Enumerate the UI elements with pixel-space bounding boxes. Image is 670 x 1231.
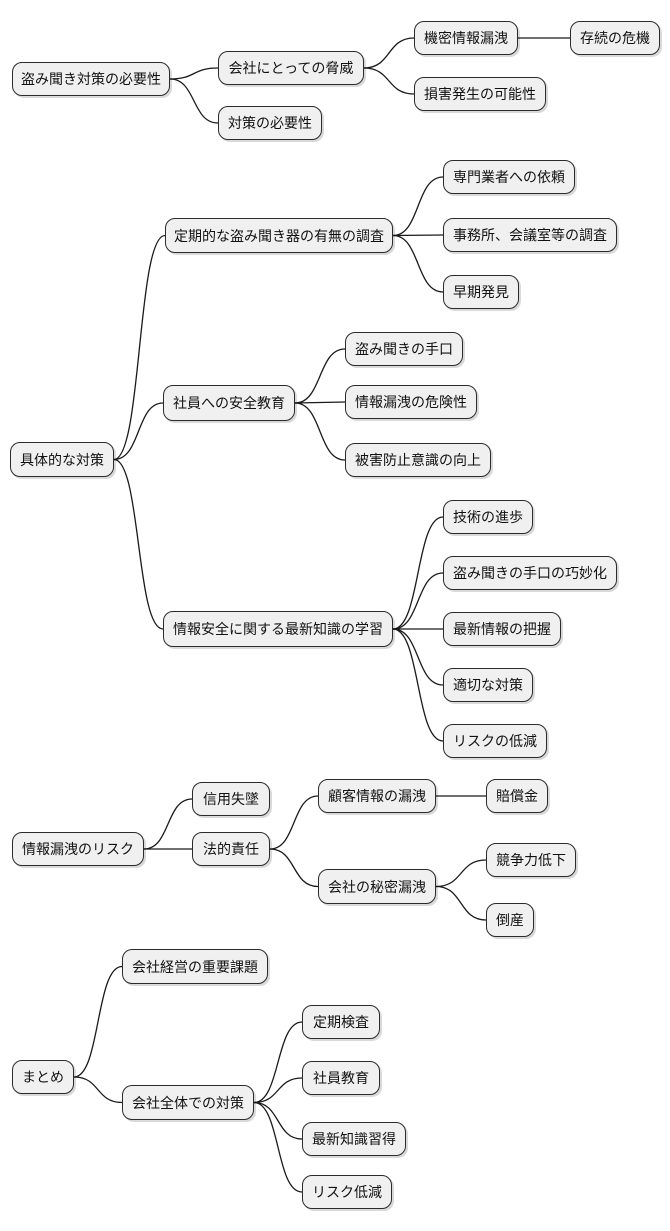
- mindmap-edge: [435, 859, 487, 888]
- mindmap-node-n25: 顧客情報の漏洩: [318, 779, 436, 813]
- mindmap-edge: [113, 234, 166, 461]
- mindmap-node-n23: 信用失墜: [192, 782, 270, 816]
- mindmap-edge: [253, 1021, 303, 1104]
- mindmap-edge: [113, 402, 164, 461]
- mindmap-node-n26: 賠償金: [486, 779, 548, 813]
- mindmap-node-n6: 損害発生の可能性: [414, 77, 546, 111]
- mindmap-node-n13: 盗み聞きの手口: [345, 332, 463, 366]
- mindmap-node-n1: 盗み聞き対策の必要性: [12, 62, 170, 96]
- mindmap-node-n17: 技術の進歩: [443, 500, 533, 534]
- mindmap-node-n19: 最新情報の把握: [443, 612, 561, 646]
- mindmap-node-n28: 競争力低下: [486, 843, 576, 877]
- mindmap-edge: [269, 848, 319, 888]
- mindmap-edge: [392, 572, 444, 630]
- mindmap-node-n24: 法的責任: [192, 832, 270, 866]
- mindmap-edge: [269, 795, 319, 850]
- mindmap-edge: [363, 67, 415, 95]
- mindmap-edge: [392, 628, 444, 742]
- mindmap-edge: [169, 78, 219, 124]
- mindmap-node-n21: リスクの低減: [443, 724, 547, 758]
- mindmap-node-n35: 最新知識習得: [302, 1122, 406, 1156]
- mindmap-node-n15: 被害防止意識の向上: [345, 443, 491, 477]
- mindmap-node-n4: 機密情報漏洩: [414, 21, 518, 55]
- mindmap-edge: [392, 234, 444, 293]
- mindmap-edge: [73, 965, 123, 1078]
- mindmap-node-n33: 定期検査: [302, 1005, 380, 1039]
- mindmap-edge: [294, 402, 346, 461]
- mindmap-node-n14: 情報漏洩の危険性: [345, 385, 477, 419]
- mindmap-edge: [392, 234, 444, 237]
- mindmap-edge: [435, 885, 487, 921]
- mindmap-edge: [253, 1101, 303, 1140]
- mindmap-node-n2: 会社にとっての脅威: [218, 51, 364, 85]
- mindmap-edge: [73, 1076, 123, 1104]
- mindmap-edge: [392, 516, 444, 630]
- mindmap-node-n7: 具体的な対策: [10, 442, 114, 477]
- mindmap-edge: [169, 67, 219, 80]
- mindmap-edge: [392, 628, 444, 686]
- mindmap-node-n10: 事務所、会議室等の調査: [443, 218, 617, 252]
- mindmap-edge: [392, 176, 444, 237]
- mindmap-node-n20: 適切な対策: [443, 668, 533, 702]
- mindmap-edge: [294, 401, 346, 404]
- mindmap-edge: [143, 798, 193, 850]
- mindmap-edge: [294, 348, 346, 404]
- mindmap-edge: [363, 37, 415, 69]
- mindmap-node-n9: 専門業者への依頼: [443, 160, 575, 194]
- mindmap-node-n32: 会社全体での対策: [122, 1085, 254, 1120]
- mindmap-node-n18: 盗み聞きの手口の巧妙化: [443, 556, 617, 590]
- mindmap-node-n29: 倒産: [486, 903, 534, 937]
- mindmap-node-n22: 情報漏洩のリスク: [12, 832, 144, 866]
- mindmap-node-n36: リスク低減: [302, 1175, 392, 1209]
- mindmap-node-n31: 会社経営の重要課題: [122, 949, 268, 984]
- mindmap-node-n34: 社員教育: [302, 1061, 380, 1095]
- mindmap-node-n5: 存続の危機: [570, 21, 660, 55]
- mindmap-edge: [253, 1077, 303, 1104]
- mindmap-node-n27: 会社の秘密漏洩: [318, 869, 436, 904]
- mindmap-node-n8: 定期的な盗み聞き器の有無の調査: [165, 218, 393, 253]
- mindmap-node-n3: 対策の必要性: [218, 106, 322, 140]
- mindmap-edge: [113, 458, 164, 630]
- mindmap-node-n30: まとめ: [12, 1060, 74, 1094]
- mindmap-node-n11: 早期発見: [443, 275, 519, 309]
- mindmap-node-n12: 社員への安全教育: [163, 385, 295, 421]
- mindmap-edge: [253, 1101, 303, 1193]
- mindmap-node-n16: 情報安全に関する最新知識の学習: [163, 611, 393, 647]
